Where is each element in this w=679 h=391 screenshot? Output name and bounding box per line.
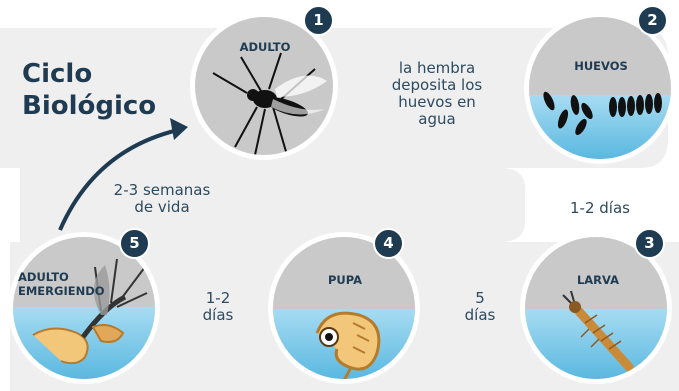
note-egg-laying-line-1: la hembra [398, 59, 476, 77]
note-pupa-to-emerging-line-1: 1-2 [205, 289, 231, 307]
note-adult-lifespan-line-1: 2-3 semanas [113, 181, 211, 199]
lifespan-arrow [58, 128, 179, 231]
title-line-1: Ciclo [22, 59, 93, 89]
note-adult-lifespan-line-2: de vida [134, 198, 190, 216]
stage-larva-label: LARVA [576, 273, 620, 287]
note-egg-laying-line-2: deposita los [391, 76, 483, 94]
emerging-adult-icon [32, 258, 148, 365]
stage-emerging-label-line-1: ADULTO [18, 270, 69, 284]
note-adult-lifespan: 2-3 semanas de vida [92, 182, 232, 216]
stage-adult-circle [190, 12, 338, 160]
note-larva-to-pupa-line-2: días [464, 306, 496, 324]
eggs-icon [543, 91, 662, 136]
pupa-icon [315, 311, 381, 379]
adult-mosquito-icon [212, 52, 327, 155]
note-larva-to-pupa: 5 días [455, 290, 505, 324]
stage-3-badge: 3 [634, 228, 665, 259]
diagram-title: Ciclo Biológico [22, 58, 156, 122]
stage-1-badge: 1 [303, 5, 334, 36]
stage-emerging-circle [8, 232, 160, 384]
stage-2-badge: 2 [637, 5, 668, 36]
stage-4-badge: 4 [373, 228, 404, 259]
stage-emerging-label-line-2: EMERGIENDO [18, 284, 105, 298]
stage-adult-label: ADULTO [239, 40, 291, 54]
larva-icon [562, 290, 634, 372]
stage-emerging-label: ADULTO EMERGIENDO [18, 270, 118, 298]
note-pupa-to-emerging: 1-2 días [192, 290, 244, 324]
note-egg-laying: la hembra deposita los huevos en agua [378, 60, 496, 128]
stage-eggs-circle [524, 12, 676, 164]
note-egg-laying-line-4: agua [418, 110, 456, 128]
stage-pupa-label: PUPA [327, 273, 363, 287]
stage-pupa-circle [268, 232, 420, 384]
stage-5-badge: 5 [119, 228, 150, 259]
stage-eggs-label: HUEVOS [574, 59, 628, 73]
note-pupa-to-emerging-line-2: días [202, 306, 234, 324]
stage-larva-circle [520, 232, 672, 384]
note-eggs-to-larva: 1-2 días [570, 199, 630, 217]
note-egg-laying-line-3: huevos en [398, 93, 476, 111]
title-line-2: Biológico [22, 91, 157, 121]
note-larva-to-pupa-line-1: 5 [475, 289, 485, 307]
arrow-head [170, 118, 188, 140]
